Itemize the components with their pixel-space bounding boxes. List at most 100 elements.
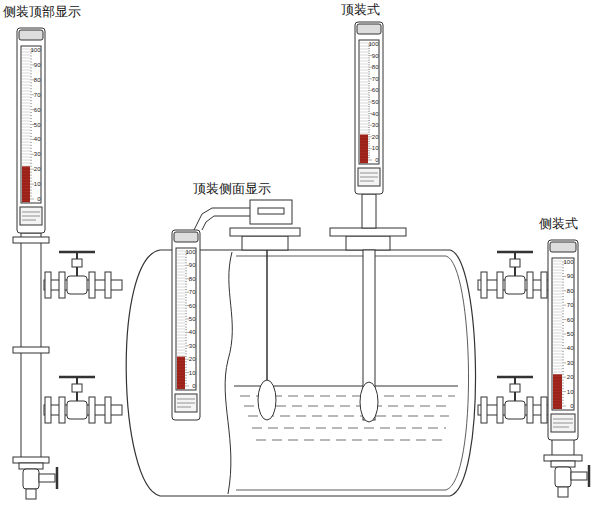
plate-text-line [553,423,573,424]
flap-line [177,362,185,363]
scale-tick [30,70,32,71]
scale-tick [185,361,187,362]
scale-tick [30,115,32,116]
flap-line [22,55,30,56]
scale-tick [185,380,187,381]
scale-tick [185,289,187,290]
flap-line [22,160,30,161]
pipe-flange [59,272,65,298]
scale-tick [185,383,187,384]
pipe-flange [45,397,51,423]
scale-tick [30,73,32,74]
flap-line [360,133,368,134]
scale-tick [562,380,564,381]
flap-line [22,154,30,155]
scale-tick [368,136,372,137]
scale-number: 70 [34,92,41,98]
scale-tick [562,273,564,274]
scale-tick [185,345,189,346]
scale-tick [30,112,32,113]
scale-tick [30,175,32,176]
flap-line [360,130,368,131]
flap-line [360,127,368,128]
scale-tick [562,377,566,378]
flap-line [22,184,30,185]
flap-line [177,359,185,360]
scale-tick [562,279,564,280]
scale-tick [368,85,370,86]
scale-tick [185,305,189,306]
flap-line [360,61,368,62]
scale-tick [562,334,566,335]
flap-line [553,324,562,325]
valve-body [67,401,87,419]
scale-tick [368,129,370,130]
scale-number: 40 [372,111,379,117]
scale-tick [185,313,187,314]
indicator-cap [19,30,43,40]
flap-line [360,82,368,83]
scale-tick [30,181,32,182]
liquid-hatch [256,440,443,441]
drain-outlet [558,487,568,497]
scale-window [552,258,574,410]
plate-text-line [360,173,378,174]
scale-tick [562,359,564,360]
flap-line [553,357,562,358]
flap-line [22,118,30,119]
flap-line [553,366,562,367]
scale-tick [368,90,372,91]
flap-line [360,121,368,122]
flap-line [177,308,185,309]
scale-tick [30,76,32,77]
scale-tick [185,292,189,293]
scale-tick [185,262,187,263]
flap-line [360,139,368,140]
red-flaps [22,166,30,202]
drain-handwheel [56,467,59,489]
flap-line [360,103,368,104]
flap-line [22,115,30,116]
drain-flange [19,463,43,469]
scale-number: 70 [372,76,379,82]
scale-tick [562,282,564,283]
scale-tick [368,76,370,77]
scale-tick [562,313,564,314]
flap-line [22,142,30,143]
flap-line [22,127,30,128]
scale-tick [562,348,566,349]
valve-handwheel [497,376,533,379]
scale-tick [30,64,34,65]
elbow-pipe [194,208,250,230]
scale-tick [562,293,564,294]
scale-tick [185,375,187,376]
name-plate [20,207,42,225]
scale-tick [562,382,564,383]
scale-tick [368,127,370,128]
scale-tick [562,351,564,352]
flap-line [177,284,185,285]
scale-tick [30,121,32,122]
flap-line [177,287,185,288]
flap-line [360,85,368,86]
drain-body [555,467,571,487]
gauge-chamber [13,233,49,463]
flap-line [553,402,562,403]
drain-handwheel [588,465,591,487]
scale-window [176,248,196,390]
scale-tick [368,153,370,154]
flap-line [553,261,562,262]
red-flaps [553,374,562,409]
flap-line [360,79,368,80]
tank-top-nozzle [242,236,288,250]
flap-line [553,300,562,301]
scale-tick [368,69,370,70]
flap-line [553,306,562,307]
scale-tick [185,265,189,266]
pipe-flange [541,272,547,298]
scale-tick [368,143,370,144]
pipe-flange [481,272,487,298]
scale-number: 60 [372,87,379,93]
scale-number: 20 [34,166,41,172]
plate-text-line [177,399,195,400]
